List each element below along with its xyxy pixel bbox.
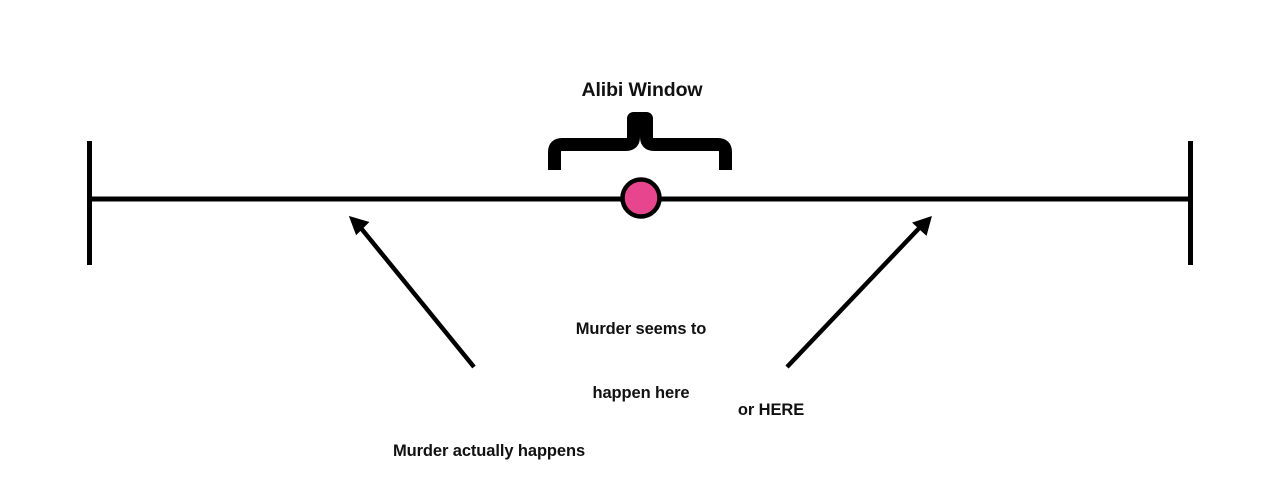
murder-actually-here-line-1: Murder actually happens	[392, 441, 586, 460]
alibi-window-label: Alibi Window	[581, 79, 703, 101]
murder-seems-here-line-1: Murder seems to	[575, 319, 707, 338]
or-here-label: or HERE	[737, 401, 805, 419]
murder-seems-here-line-2: happen here	[592, 384, 690, 403]
left-arrowhead-icon	[348, 215, 370, 236]
alibi-window-brace	[548, 112, 732, 170]
murder-seems-here-label: Murder seems to happen here	[441, 276, 841, 448]
right-pointer-arrow	[785, 215, 932, 369]
murder-actually-here-label: Murder actually happens HERE	[293, 398, 685, 500]
right-arrowhead-icon	[912, 215, 932, 236]
left-pointer-arrow	[348, 215, 476, 369]
murder-marker-dot	[620, 177, 662, 219]
